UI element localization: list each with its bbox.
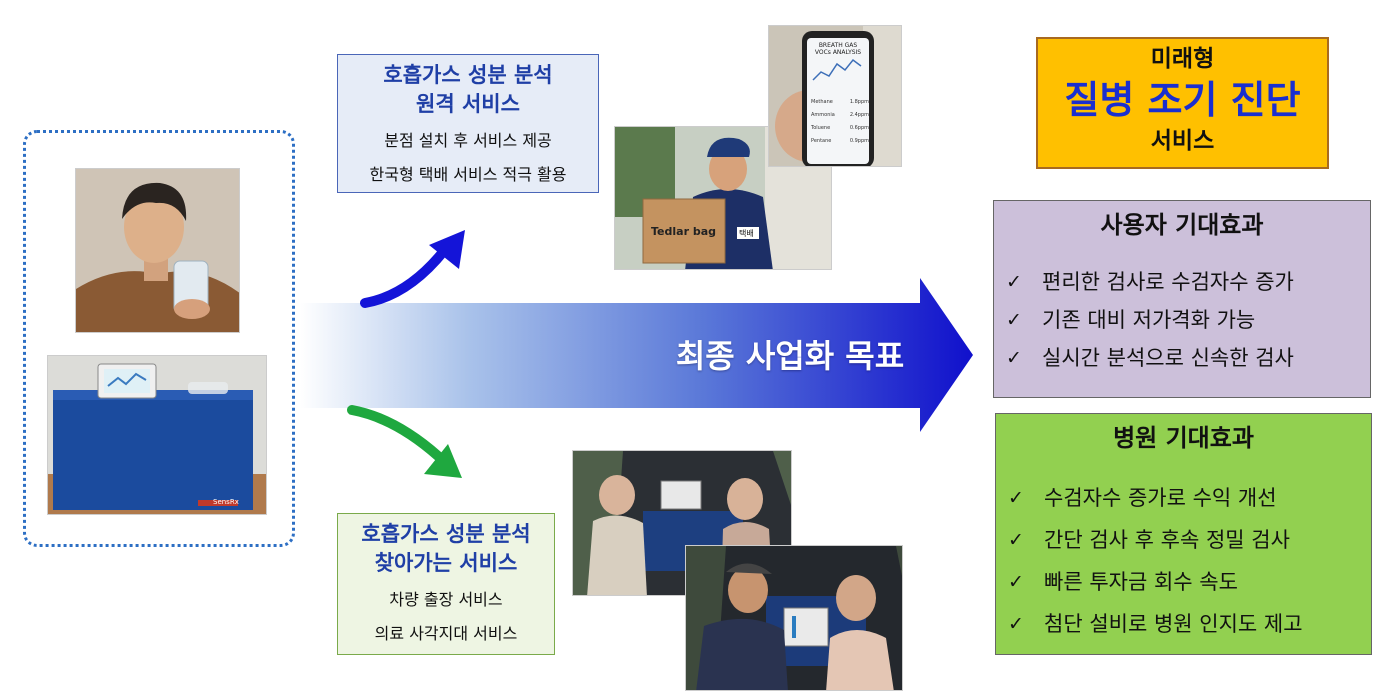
user-effect-item: ✓기존 대비 저가격화 가능 (1006, 308, 1256, 332)
hospital-effect-item: ✓수검자수 증가로 수익 개선 (1008, 486, 1277, 510)
hospital-effect-item: ✓빠른 투자금 회수 속도 (1008, 570, 1238, 594)
tedlar-box-label: Tedlar bag (651, 225, 716, 238)
hospital-effect-item: ✓간단 검사 후 후속 정밀 검사 (1008, 528, 1290, 552)
device-brand-label: SensRx (213, 498, 239, 506)
check-icon: ✓ (1008, 613, 1024, 635)
check-icon: ✓ (1006, 309, 1022, 331)
visit-service-box: 호흡가스 성분 분석 찾아가는 서비스 차량 출장 서비스 의료 사각지대 서비… (337, 513, 555, 655)
future-diagnosis-box: 미래형 질병 조기 진단 서비스 (1036, 37, 1329, 169)
center-goal-label: 최종 사업화 목표 (675, 337, 905, 375)
future-line-1: 미래형 (1150, 46, 1215, 72)
photo-car-test-2 (685, 545, 903, 691)
main-goal-arrow (300, 278, 973, 432)
phone-title-2: VOCs ANALYSIS (814, 49, 862, 56)
photo-man-breathing (75, 168, 240, 333)
user-effects-box: 사용자 기대효과 ✓편리한 검사로 수검자수 증가 ✓기존 대비 저가격화 가능… (993, 200, 1371, 398)
future-line-3: 서비스 (1150, 128, 1215, 154)
device-frame (23, 130, 295, 547)
remote-service-desc-2: 한국형 택배 서비스 적극 활용 (369, 165, 567, 184)
phone-title-1: BREATH GAS (818, 42, 858, 49)
visit-service-desc-1: 차량 출장 서비스 (389, 590, 503, 609)
future-line-2: 질병 조기 진단 (1064, 78, 1301, 122)
user-effect-item: ✓편리한 검사로 수검자수 증가 (1006, 270, 1294, 294)
arrow-down-right-green (347, 405, 462, 478)
check-icon: ✓ (1008, 571, 1024, 593)
photo-analyzer-device: SensRx (47, 355, 267, 515)
check-icon: ✓ (1006, 347, 1022, 369)
hospital-effects-title: 병원 기대효과 (1113, 424, 1254, 452)
check-icon: ✓ (1006, 271, 1022, 293)
remote-service-desc-1: 분점 설치 후 서비스 제공 (384, 131, 552, 150)
visit-service-desc-2: 의료 사각지대 서비스 (374, 624, 518, 643)
visit-service-title-1: 호흡가스 성분 분석 (361, 522, 531, 546)
user-effect-item: ✓실시간 분석으로 신속한 검사 (1006, 346, 1294, 370)
remote-service-box: 호흡가스 성분 분석 원격 서비스 분점 설치 후 서비스 제공 한국형 택배 … (337, 54, 599, 193)
remote-service-title-2: 원격 서비스 (416, 92, 520, 116)
hospital-effects-box: 병원 기대효과 ✓수검자수 증가로 수익 개선 ✓간단 검사 후 후속 정밀 검… (995, 413, 1372, 655)
hospital-effect-item: ✓첨단 설비로 병원 인지도 제고 (1008, 612, 1303, 636)
arrow-up-right-blue (360, 230, 465, 308)
courier-badge: 택배 (739, 229, 754, 238)
check-icon: ✓ (1008, 487, 1024, 509)
remote-service-title-1: 호흡가스 성분 분석 (383, 63, 553, 87)
visit-service-title-2: 찾아가는 서비스 (374, 551, 518, 575)
check-icon: ✓ (1008, 529, 1024, 551)
user-effects-title: 사용자 기대효과 (1100, 211, 1264, 239)
